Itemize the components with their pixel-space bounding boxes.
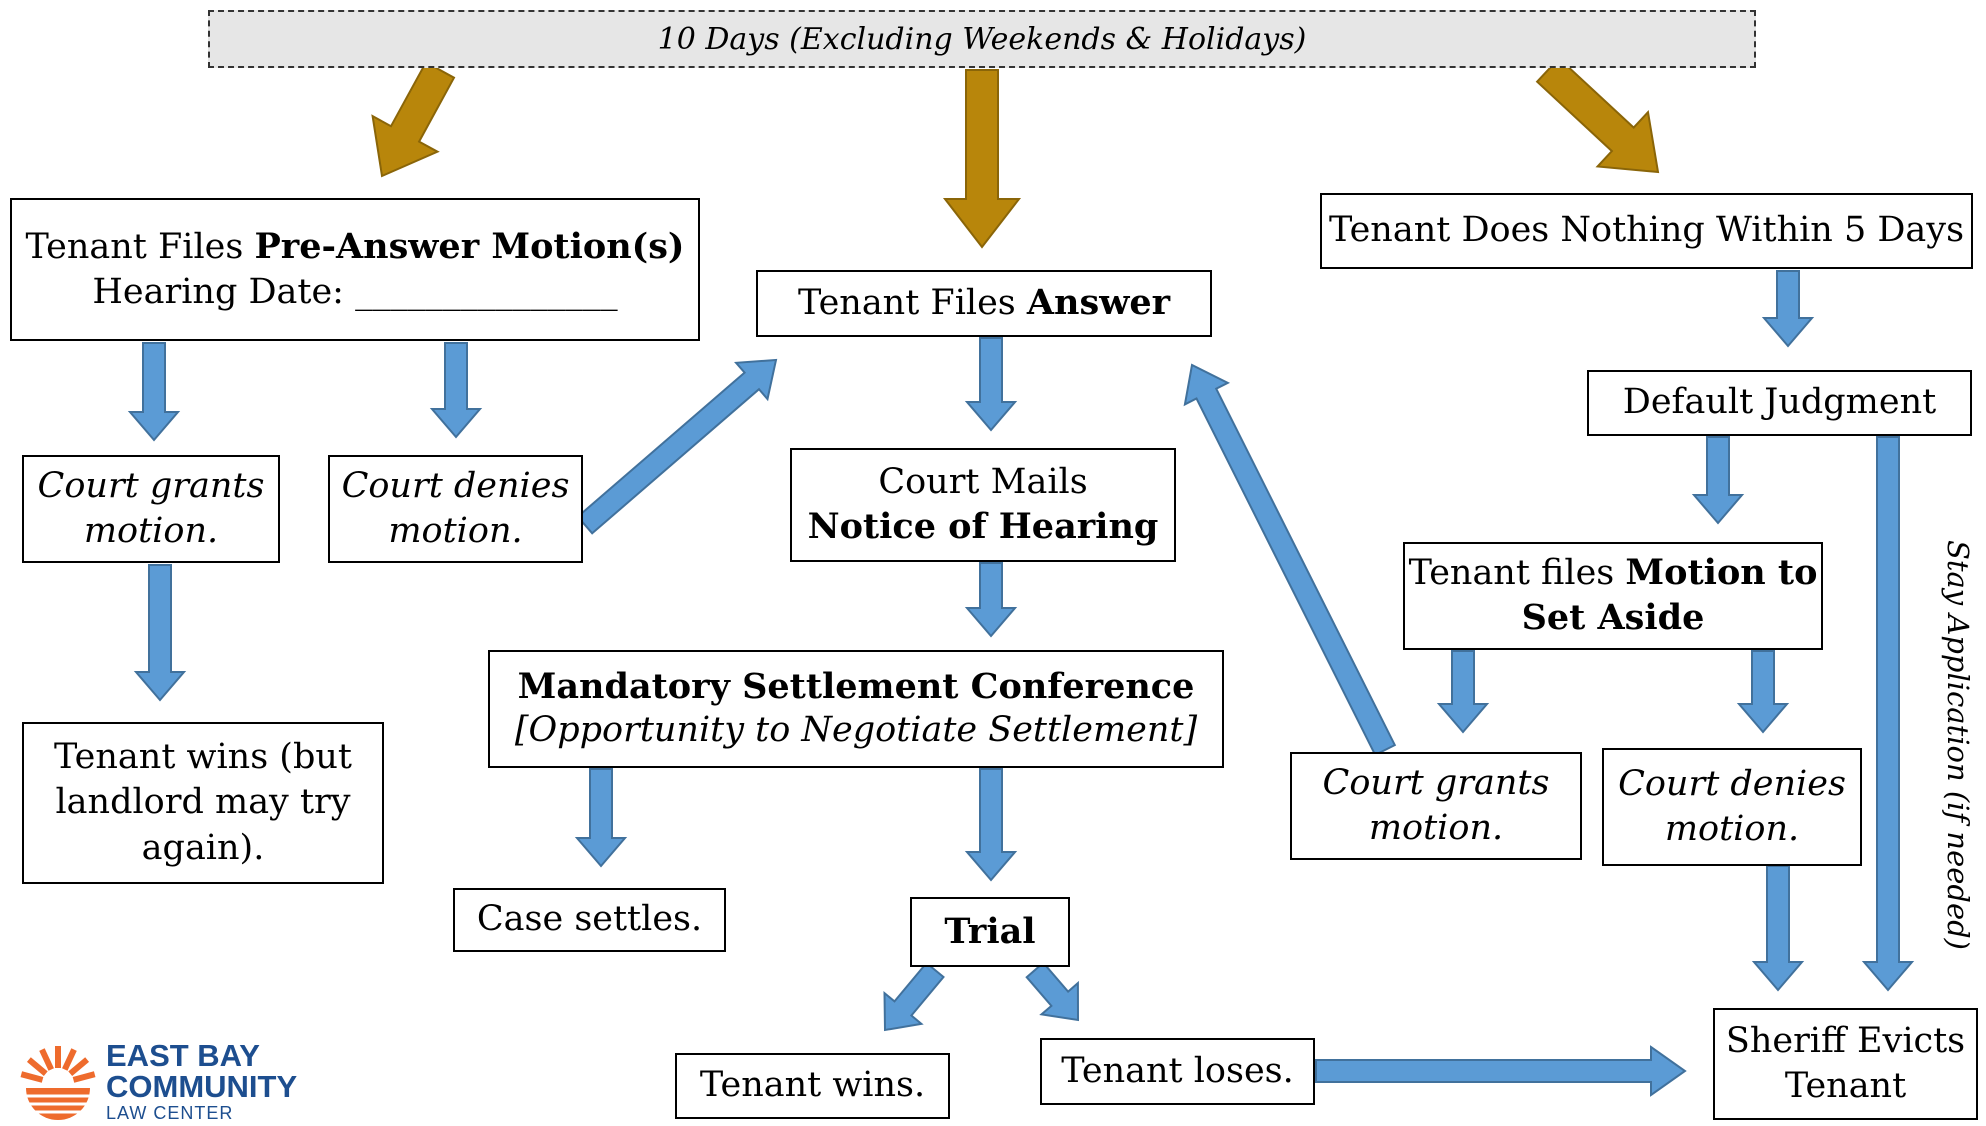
settlement-conference-box: Mandatory Settlement Conference [Opportu… — [488, 650, 1224, 768]
arrow-loses-to-sheriff — [1315, 1045, 1687, 1097]
arrow-to-court-denies-1 — [429, 342, 483, 439]
notice-bold: Notice of Hearing — [807, 506, 1159, 547]
court-grants-motion-box-2: Court grants motion. — [1290, 752, 1582, 860]
sunburst-icon — [20, 1046, 96, 1120]
timeline-banner: 10 Days (Excluding Weekends & Holidays) — [208, 10, 1756, 68]
motion-to-set-aside-box: Tenant files Motion to Set Aside — [1403, 542, 1823, 650]
trial-box: Trial — [910, 897, 1070, 967]
arrow-nothing-to-default — [1761, 270, 1815, 348]
tenant-files-answer-box: Tenant Files Answer — [756, 270, 1212, 337]
sheriff-evicts-box: Sheriff Evicts Tenant — [1713, 1008, 1978, 1120]
gold-arrow-left — [371, 60, 456, 178]
msc-title: Mandatory Settlement Conference — [517, 666, 1195, 708]
ebclc-logo: EAST BAY COMMUNITY LAW CENTER — [20, 1038, 300, 1123]
arrow-notice-to-conference — [964, 562, 1018, 638]
case-settles-box: Case settles. — [453, 888, 726, 952]
arrow-set-aside-to-denies — [1736, 650, 1790, 734]
gold-arrow-right — [1535, 56, 1660, 174]
court-denies-motion-box-2: Court denies motion. — [1602, 748, 1862, 866]
set-aside-bold: Motion to Set Aside — [1521, 552, 1818, 638]
gold-arrow-center — [942, 69, 1022, 249]
default-judgment-box: Default Judgment — [1587, 370, 1972, 436]
arrow-default-to-set-aside — [1691, 436, 1745, 525]
stay-application-note: Stay Application (if needed) — [1941, 540, 1975, 950]
msc-subtitle: [Opportunity to Negotiate Settlement] — [514, 710, 1198, 750]
arrow-to-tenant-wins-may-try — [133, 564, 187, 702]
arrow-grants-to-answer — [1183, 363, 1397, 757]
tenant-does-nothing-box: Tenant Does Nothing Within 5 Days — [1320, 193, 1973, 269]
arrow-to-court-grants-1 — [127, 342, 181, 442]
arrow-set-aside-to-grants — [1436, 650, 1490, 734]
pre-answer-motion-box: Tenant Files Pre-Answer Motion(s) Hearin… — [10, 198, 700, 341]
arrow-conference-to-settles — [574, 768, 628, 868]
answer-bold: Answer — [1026, 282, 1171, 324]
answer-prefix: Tenant Files — [797, 283, 1027, 324]
arrow-trial-to-wins — [883, 961, 945, 1032]
hearing-date-line: Hearing Date: _______________ — [92, 272, 618, 312]
pre-answer-bold: Pre-Answer Motion(s) — [254, 225, 685, 267]
arrow-denies-to-sheriff — [1751, 865, 1805, 992]
logo-line2: COMMUNITY — [106, 1069, 298, 1104]
arrow-denies-to-answer — [576, 358, 778, 535]
notice-line1: Court Mails — [878, 462, 1088, 503]
tenant-wins-may-try-again-box: Tenant wins (but landlord may try again)… — [22, 722, 384, 884]
arrow-default-to-sheriff — [1861, 436, 1915, 992]
arrow-trial-to-loses — [1025, 961, 1080, 1022]
tenant-loses-box: Tenant loses. — [1040, 1038, 1315, 1105]
court-denies-motion-box-1: Court denies motion. — [328, 455, 583, 563]
logo-line3: LAW CENTER — [106, 1103, 234, 1123]
arrow-conference-to-trial — [964, 768, 1018, 882]
court-grants-motion-box-1: Court grants motion. — [22, 455, 280, 563]
set-aside-prefix: Tenant files — [1408, 553, 1626, 594]
tenant-wins-box: Tenant wins. — [675, 1053, 950, 1119]
logo-line1: EAST BAY — [106, 1038, 260, 1073]
arrow-answer-to-notice — [964, 337, 1018, 432]
notice-of-hearing-box: Court Mails Notice of Hearing — [790, 448, 1176, 562]
pre-answer-prefix: Tenant Files — [25, 226, 255, 267]
